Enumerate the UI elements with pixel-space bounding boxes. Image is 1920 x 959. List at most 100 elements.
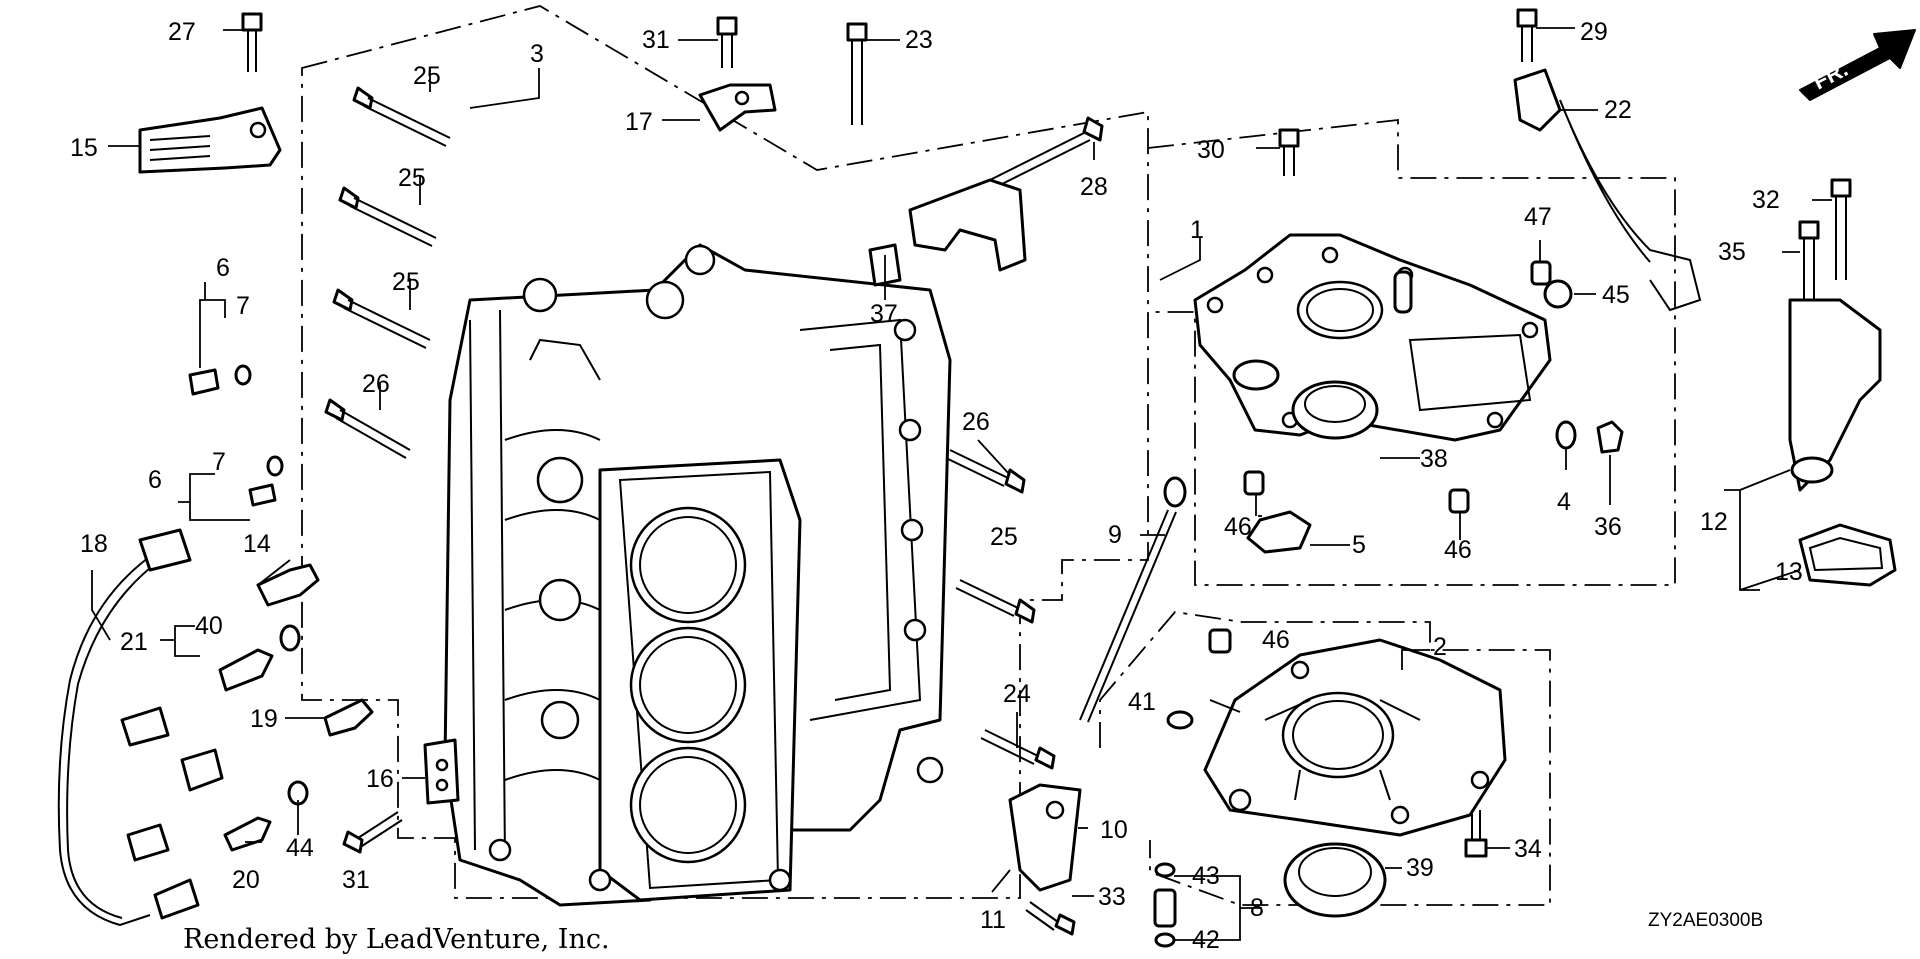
dowel-47 [1530,260,1552,286]
callout: 18 [80,530,108,558]
callout: 3 [530,40,544,68]
callout: 25 [398,164,426,192]
front-direction-arrow: FR. [1799,29,1916,101]
callout: 7 [236,292,250,320]
bolt-24 [980,729,1056,770]
cylinder-block [443,243,952,907]
callout: 14 [243,530,271,558]
callout: 46 [1444,536,1472,564]
bracket-16 [423,738,460,805]
dowel-46-b [1448,488,1470,514]
callout: 1 [1190,216,1204,244]
callout: 15 [70,134,98,162]
callout: 32 [1752,186,1780,214]
callout: 43 [1192,862,1220,890]
callout: 21 [120,628,148,656]
bolt-27 [241,12,263,72]
callout: 20 [232,866,260,894]
bolt-25-top [352,86,451,147]
callout: 36 [1594,513,1622,541]
bolt-31-low [342,811,403,854]
actuator-12 [1788,298,1882,492]
callout: 9 [1108,521,1122,549]
callout: 27 [168,18,196,46]
callout: 6 [148,466,162,494]
oil-case [1203,638,1507,837]
bolt-30 [1278,128,1300,176]
dowel-46-a [1243,470,1265,496]
head-plate [1193,233,1552,442]
bolt-32 [1830,178,1852,280]
gasket-5 [1246,510,1312,554]
callout: 25 [990,523,1018,551]
callout: 35 [1718,238,1746,266]
callout: 23 [905,26,933,54]
callout: 2 [1433,633,1447,661]
dowel-46-c [1208,628,1232,654]
sensor-14 [256,563,320,607]
seal-45 [1543,279,1573,309]
callout: 10 [1100,816,1128,844]
callout: 25 [413,62,441,90]
callout: 30 [1197,136,1225,164]
bolt-25-low [332,288,431,349]
callout: 47 [1524,203,1552,231]
callout: 24 [1003,680,1031,708]
bolt-29 [1516,8,1538,62]
diagram-code: ZY2AE0300B [1648,910,1763,931]
bolt-25-mid [338,186,437,247]
callout: 40 [195,612,223,640]
bolt-26-right [945,449,1026,494]
gasket-13 [1798,523,1897,587]
seal-39 [1283,842,1387,918]
callout: 8 [1250,894,1264,922]
callout: 46 [1262,626,1290,654]
callout: 28 [1080,173,1108,201]
callout: 29 [1580,18,1608,46]
washer-41 [1166,710,1194,730]
callout: 37 [870,300,898,328]
callout: 31 [642,26,670,54]
bracket-28-cover [908,178,1027,272]
bracket-10 [1008,783,1082,892]
callout: 33 [1098,883,1126,911]
bolt-31-top [716,16,738,68]
sensor-22 [1513,68,1702,312]
seal-38 [1291,380,1379,440]
dipstick-9 [1079,476,1187,723]
nut-36 [1596,420,1624,454]
cap-43-8-42 [1153,862,1177,948]
callout: 5 [1352,531,1366,559]
plug-6-upper [188,364,252,396]
callout: 34 [1514,835,1542,863]
callout: 26 [362,370,390,398]
callout: 46 [1224,513,1252,541]
callout-numbers: 27 31 23 29 22 15 3 25 25 25 25 17 28 30… [70,18,1803,954]
callout: 22 [1604,96,1632,124]
callout: 11 [980,906,1006,934]
callout: 17 [625,108,653,136]
bolt-34 [1464,810,1488,858]
bolt-28 [989,116,1104,189]
callout: 26 [962,408,990,436]
callout: 7 [212,448,226,476]
plug-6-lower [248,455,284,507]
bracket-15 [138,106,282,174]
callout: 13 [1775,558,1803,586]
sensor-21-40 [218,624,301,692]
oil-case-group-frame [1099,611,1551,906]
callout: 31 [342,866,370,894]
bolt-35 [1798,220,1820,300]
callout: 38 [1420,445,1448,473]
harness-18 [57,528,224,927]
leader-lines [91,27,1832,941]
callout: 12 [1700,508,1728,536]
bolt-23 [846,22,868,125]
bolt-26-left [324,398,411,459]
callout: 4 [1557,488,1571,516]
callout: 45 [1602,281,1630,309]
callout: 42 [1192,926,1220,954]
callout: 19 [250,705,278,733]
bolt-33 [1025,901,1076,936]
